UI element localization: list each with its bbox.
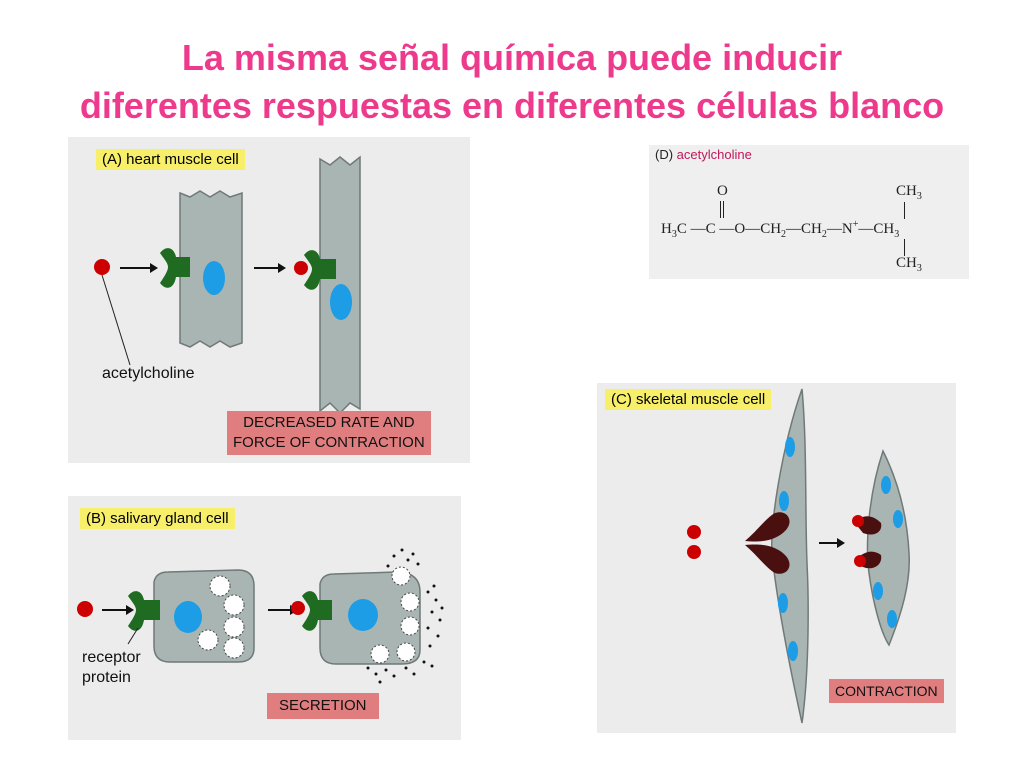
acetylcholine-molecule	[94, 259, 110, 275]
response-line: FORCE OF CONTRACTION	[233, 434, 425, 451]
acetylcholine-molecule	[854, 555, 866, 567]
secreted-particles	[366, 548, 444, 684]
panel-acetylcholine-structure: (D) acetylcholine O H3C —C —O—CH2—CH2—N+…	[649, 145, 969, 279]
secretory-vesicle	[223, 616, 245, 638]
secretory-vesicle	[223, 637, 245, 659]
response-line: DECREASED RATE AND	[243, 414, 415, 431]
methyl-group: CH3	[896, 255, 922, 274]
carbonyl-oxygen: O	[717, 183, 728, 199]
exocytosis-vesicle	[391, 566, 411, 586]
label-line: receptor	[82, 649, 141, 666]
acetylcholine-molecule	[77, 601, 93, 617]
bond-line	[904, 202, 905, 219]
arrowhead	[150, 263, 158, 273]
formula-chain: H3C —C —O—CH2—CH2—N+—CH3	[661, 219, 900, 240]
receptor-protein	[160, 248, 190, 288]
arrowhead	[126, 605, 134, 615]
nucleus	[348, 599, 378, 631]
heart-muscle-diagram	[94, 155, 361, 415]
panel-d-tag: (D) acetylcholine	[655, 147, 752, 162]
panel-d-tag-prefix: (D)	[655, 147, 674, 162]
label-line: protein	[82, 669, 131, 686]
panel-a-response: DECREASED RATE AND FORCE OF CONTRACTION	[227, 411, 431, 455]
leader-line	[101, 274, 131, 366]
exocytosis-vesicle	[370, 644, 390, 664]
acetylcholine-receptor	[745, 512, 790, 542]
secretory-vesicle	[197, 629, 219, 651]
acetylcholine-molecule	[687, 545, 701, 559]
slide-title-line1: La misma señal química puede inducir	[181, 37, 843, 78]
methyl-symbol: CH	[896, 255, 917, 271]
panel-b-tag: (B) salivary gland cell	[80, 508, 235, 529]
panel-skeletal-muscle: (C) skeletal muscle cell CONTRACTION	[597, 383, 956, 733]
panel-b-response: SECRETION	[267, 693, 379, 719]
secretory-vesicle	[209, 575, 231, 597]
receptor-protein-label: receptor protein	[82, 648, 141, 688]
double-bond	[720, 201, 724, 218]
methyl-group: CH3	[873, 221, 900, 240]
receptor-protein	[304, 250, 336, 290]
nuclei	[778, 437, 798, 661]
arrowhead	[837, 538, 845, 548]
acetylcholine-molecule	[852, 515, 864, 527]
acetylcholine-molecule	[291, 601, 305, 615]
slide-title-line2: diferentes respuestas en diferentes célu…	[79, 85, 945, 126]
nucleus	[174, 601, 202, 633]
acetylcholine-label: acetylcholine	[102, 365, 195, 382]
secretory-vesicle	[396, 642, 416, 662]
panel-heart-muscle: (A) heart muscle cell acetylcholine DECR…	[68, 137, 470, 463]
bond-line	[904, 239, 905, 256]
methyl-symbol: CH	[896, 183, 917, 199]
panel-a-tag: (A) heart muscle cell	[96, 149, 245, 170]
panel-salivary-gland: (B) salivary gland cell	[68, 496, 461, 740]
panel-c-response: CONTRACTION	[829, 679, 944, 703]
receptor-protein	[302, 591, 332, 631]
nuclei	[873, 476, 903, 628]
acetylcholine-molecule	[294, 261, 308, 275]
methyl-group: H3C	[661, 221, 687, 240]
nucleus	[330, 284, 352, 320]
secretory-vesicle	[223, 594, 245, 616]
methyl-group: CH3	[896, 183, 922, 202]
arrowhead	[278, 263, 286, 273]
panel-c-tag: (C) skeletal muscle cell	[605, 389, 772, 410]
secretory-vesicle	[400, 592, 420, 612]
salivary-gland-diagram	[77, 548, 444, 684]
methyl-symbol: CH	[873, 221, 895, 237]
leader-line	[127, 627, 139, 645]
acetylcholine-molecule	[687, 525, 701, 539]
hydrogen-symbol: H	[661, 221, 672, 237]
skeletal-muscle-diagram	[687, 388, 910, 724]
panel-d-tag-name: acetylcholine	[676, 147, 752, 162]
secretory-vesicle	[400, 616, 420, 636]
acetylcholine-receptor	[745, 544, 790, 574]
receptor-protein	[128, 591, 160, 631]
nucleus	[203, 261, 225, 295]
